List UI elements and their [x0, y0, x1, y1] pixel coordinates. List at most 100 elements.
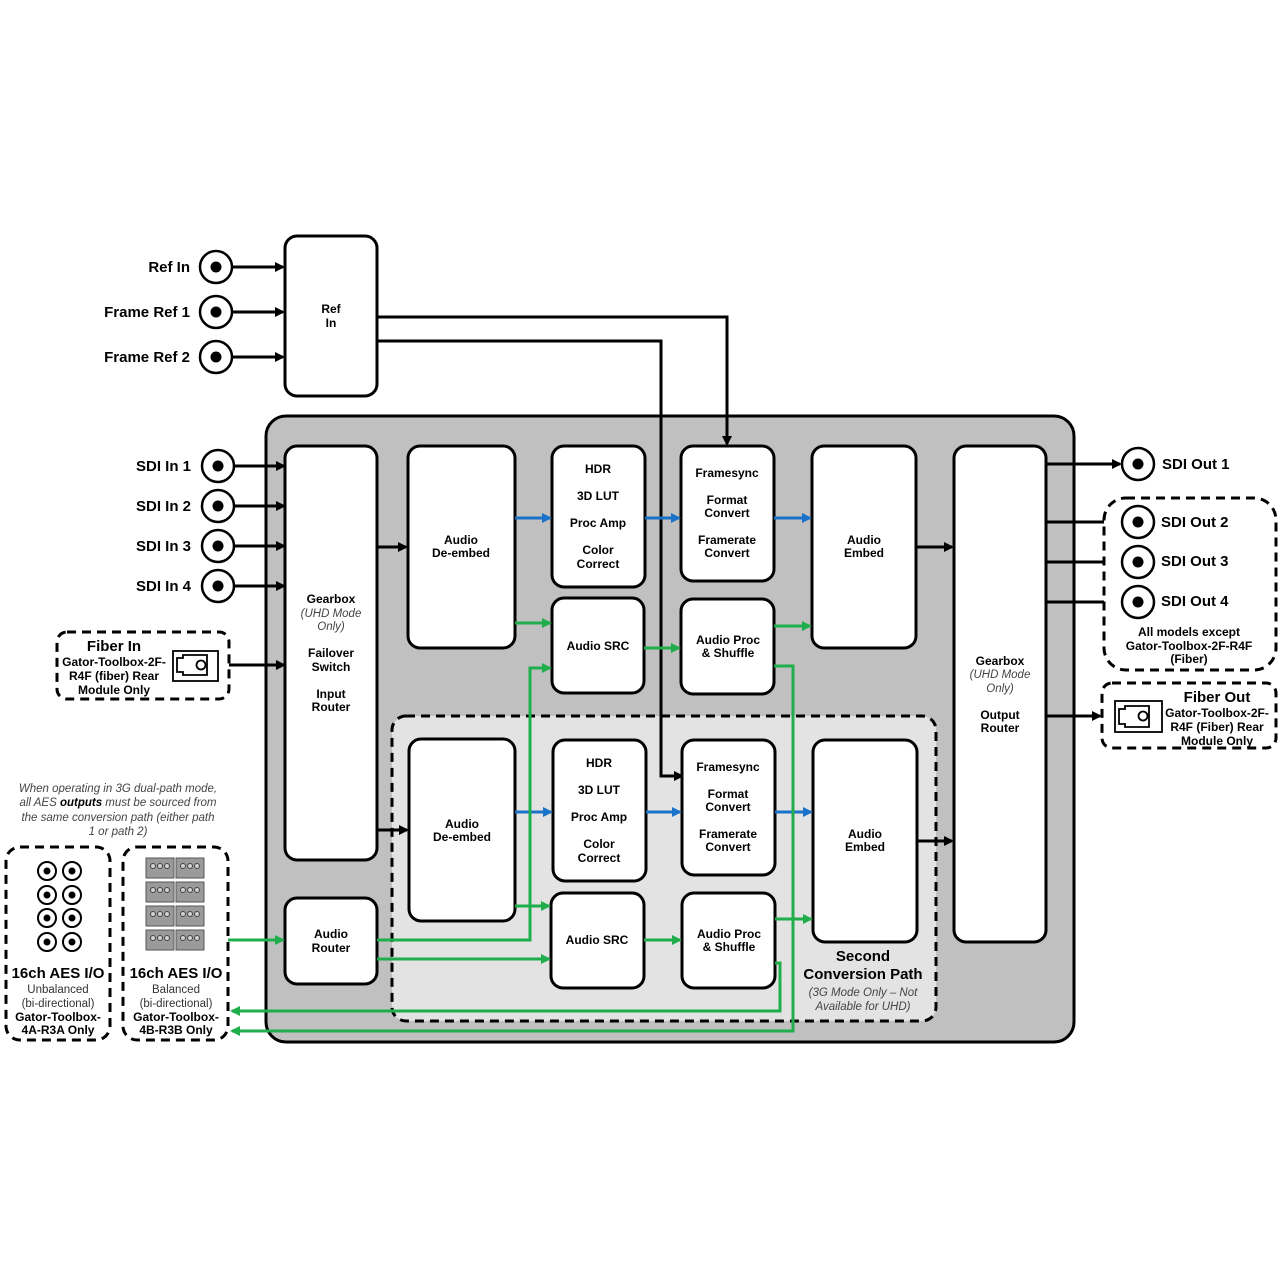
path2-audio-shuffle-block — [680, 891, 777, 990]
second-path-title-2: Conversion Path — [803, 966, 922, 983]
aes-balanced-model-2: 4B-R3B Only — [139, 1023, 213, 1037]
path2-audio-deembed-block — [407, 737, 517, 923]
sdi-in-4-connector — [200, 568, 236, 604]
path1-format-convert: Convert — [704, 506, 749, 520]
path2-proc-color: Color — [583, 837, 615, 851]
sdi-out-1-connector — [1120, 446, 1156, 482]
ref-block-label-2: In — [326, 316, 337, 330]
output-gearbox-block — [952, 444, 1048, 944]
aes-balanced-type: Balanced — [152, 984, 200, 996]
output-gearbox-mode-1: (UHD Mode — [970, 669, 1031, 681]
fiber-in-line-3: Module Only — [78, 683, 150, 697]
path2-format-convert: Convert — [705, 800, 750, 814]
path1-framerate-label: Framerate — [698, 533, 756, 547]
aes-unbalanced-title: 16ch AES I/O — [12, 965, 105, 982]
sdi-in-1-connector — [200, 448, 236, 484]
aes-balanced-model-1: Gator-Toolbox- — [133, 1010, 219, 1024]
path2-proc-3dlut: 3D LUT — [578, 783, 621, 797]
ref-to-framesync-1-line — [377, 315, 732, 446]
audio-router-label-1: Audio — [314, 927, 348, 941]
sdi-in-3-label: SDI In 3 — [136, 538, 191, 555]
aes-note-line-3: the same conversion path (either path — [21, 812, 214, 824]
aes-note-outputs-bold: outputs — [60, 797, 102, 809]
sdi-in-1-label: SDI In 1 — [136, 458, 191, 475]
path1-proc-hdr: HDR — [585, 462, 611, 476]
aes-note-line-4: 1 or path 2) — [89, 826, 148, 838]
input-router-label-2: Router — [312, 700, 351, 714]
fiber-in-box — [55, 630, 231, 701]
frame-ref-2-label: Frame Ref 2 — [104, 349, 190, 366]
path1-shuffle-to-aes-out — [230, 664, 795, 1036]
path1-embed-label-1: Audio — [847, 533, 881, 547]
path2-deembed-label-1: Audio — [445, 817, 479, 831]
second-path-note-2: Available for UHD) — [814, 1001, 910, 1013]
terminal-block-connectors-icon — [145, 857, 205, 951]
second-conversion-path-panel — [390, 714, 938, 1023]
path2-embed-label-1: Audio — [848, 827, 882, 841]
sdi-in-2-connector — [200, 488, 236, 524]
fiber-out-title: Fiber Out — [1184, 689, 1251, 706]
path2-proc-hdr: HDR — [586, 756, 612, 770]
path2-framerate-label: Framerate — [699, 827, 757, 841]
path1-deembed-label-2: De-embed — [432, 546, 490, 560]
aes-unbalanced-dir: (bi-directional) — [22, 998, 95, 1010]
path1-proc-correct: Correct — [577, 557, 620, 571]
path2-framesync-label: Framesync — [696, 760, 760, 774]
failover-label-2: Switch — [312, 660, 351, 674]
sdi-out-2-connector — [1120, 504, 1156, 540]
second-path-title-1: Second — [836, 948, 890, 965]
path2-shuffle-label-1: Audio Proc — [697, 927, 761, 941]
aes-unbalanced-box — [4, 845, 112, 1042]
path1-src-label: Audio SRC — [567, 639, 630, 653]
sdi-in-2-label: SDI In 2 — [136, 498, 191, 515]
path2-format-label: Format — [708, 787, 749, 801]
frame-ref-2-connector — [198, 339, 234, 375]
input-gearbox-mode-2: Only) — [317, 621, 345, 633]
fiber-in-line-1: Gator-Toolbox-2F- — [62, 655, 166, 669]
ref-in-label: Ref In — [148, 259, 190, 276]
path2-embed-label-2: Embed — [845, 840, 885, 854]
fiber-out-line-2: R4F (Fiber) Rear — [1170, 720, 1264, 734]
audio-router-to-path1-src — [377, 663, 552, 942]
models-note-2: Gator-Toolbox-2F-R4F — [1126, 639, 1252, 653]
models-note-3: (Fiber) — [1170, 652, 1207, 666]
path2-framesync-block — [680, 738, 777, 877]
path1-proc-color: Color — [582, 543, 614, 557]
path2-framerate-convert: Convert — [705, 840, 750, 854]
sdi-in-4-label: SDI In 4 — [136, 578, 192, 595]
output-gearbox-mode-2: Only) — [986, 683, 1014, 695]
aes-note-line-1: When operating in 3G dual-path mode, — [19, 783, 217, 795]
frame-ref-1-connector — [198, 294, 234, 330]
sdi-in-3-connector — [200, 528, 236, 564]
fiber-in-title: Fiber In — [87, 638, 141, 655]
sdi-out-2-label: SDI Out 2 — [1161, 514, 1229, 531]
sdi-out-4-label: SDI Out 4 — [1161, 593, 1229, 610]
path1-proc-3dlut: 3D LUT — [577, 489, 620, 503]
aes-unbalanced-type: Unbalanced — [27, 984, 88, 996]
path1-shuffle-label-2: & Shuffle — [702, 646, 755, 660]
sdi-out-3-connector — [1120, 544, 1156, 580]
path2-deembed-label-2: De-embed — [433, 830, 491, 844]
path1-format-label: Format — [707, 493, 748, 507]
input-router-label-1: Input — [316, 687, 345, 701]
path2-proc-correct: Correct — [578, 851, 621, 865]
input-gearbox-mode-1: (UHD Mode — [301, 608, 362, 620]
path1-framerate-convert: Convert — [704, 546, 749, 560]
path2-shuffle-label-2: & Shuffle — [703, 940, 756, 954]
ref-block-label-1: Ref — [321, 302, 341, 316]
fiber-out-line-3: Module Only — [1181, 734, 1253, 748]
aes-unbalanced-model-1: Gator-Toolbox- — [15, 1010, 101, 1024]
bnc-connectors-icon — [37, 861, 82, 952]
input-gearbox-label: Gearbox — [307, 592, 356, 606]
fiber-out-connector-icon — [1114, 700, 1163, 733]
sdi-out-1-label: SDI Out 1 — [1162, 456, 1230, 473]
sdi-out-2-4-group — [1102, 496, 1278, 672]
aes-unbalanced-model-2: 4A-R3A Only — [22, 1023, 95, 1037]
sdi-out-3-label: SDI Out 3 — [1161, 553, 1229, 570]
sdi-out-4-connector — [1120, 584, 1156, 620]
aes-balanced-dir: (bi-directional) — [140, 998, 213, 1010]
input-gearbox-block — [283, 444, 379, 862]
path1-audio-deembed-block — [406, 444, 517, 650]
models-note-1: All models except — [1138, 625, 1240, 639]
